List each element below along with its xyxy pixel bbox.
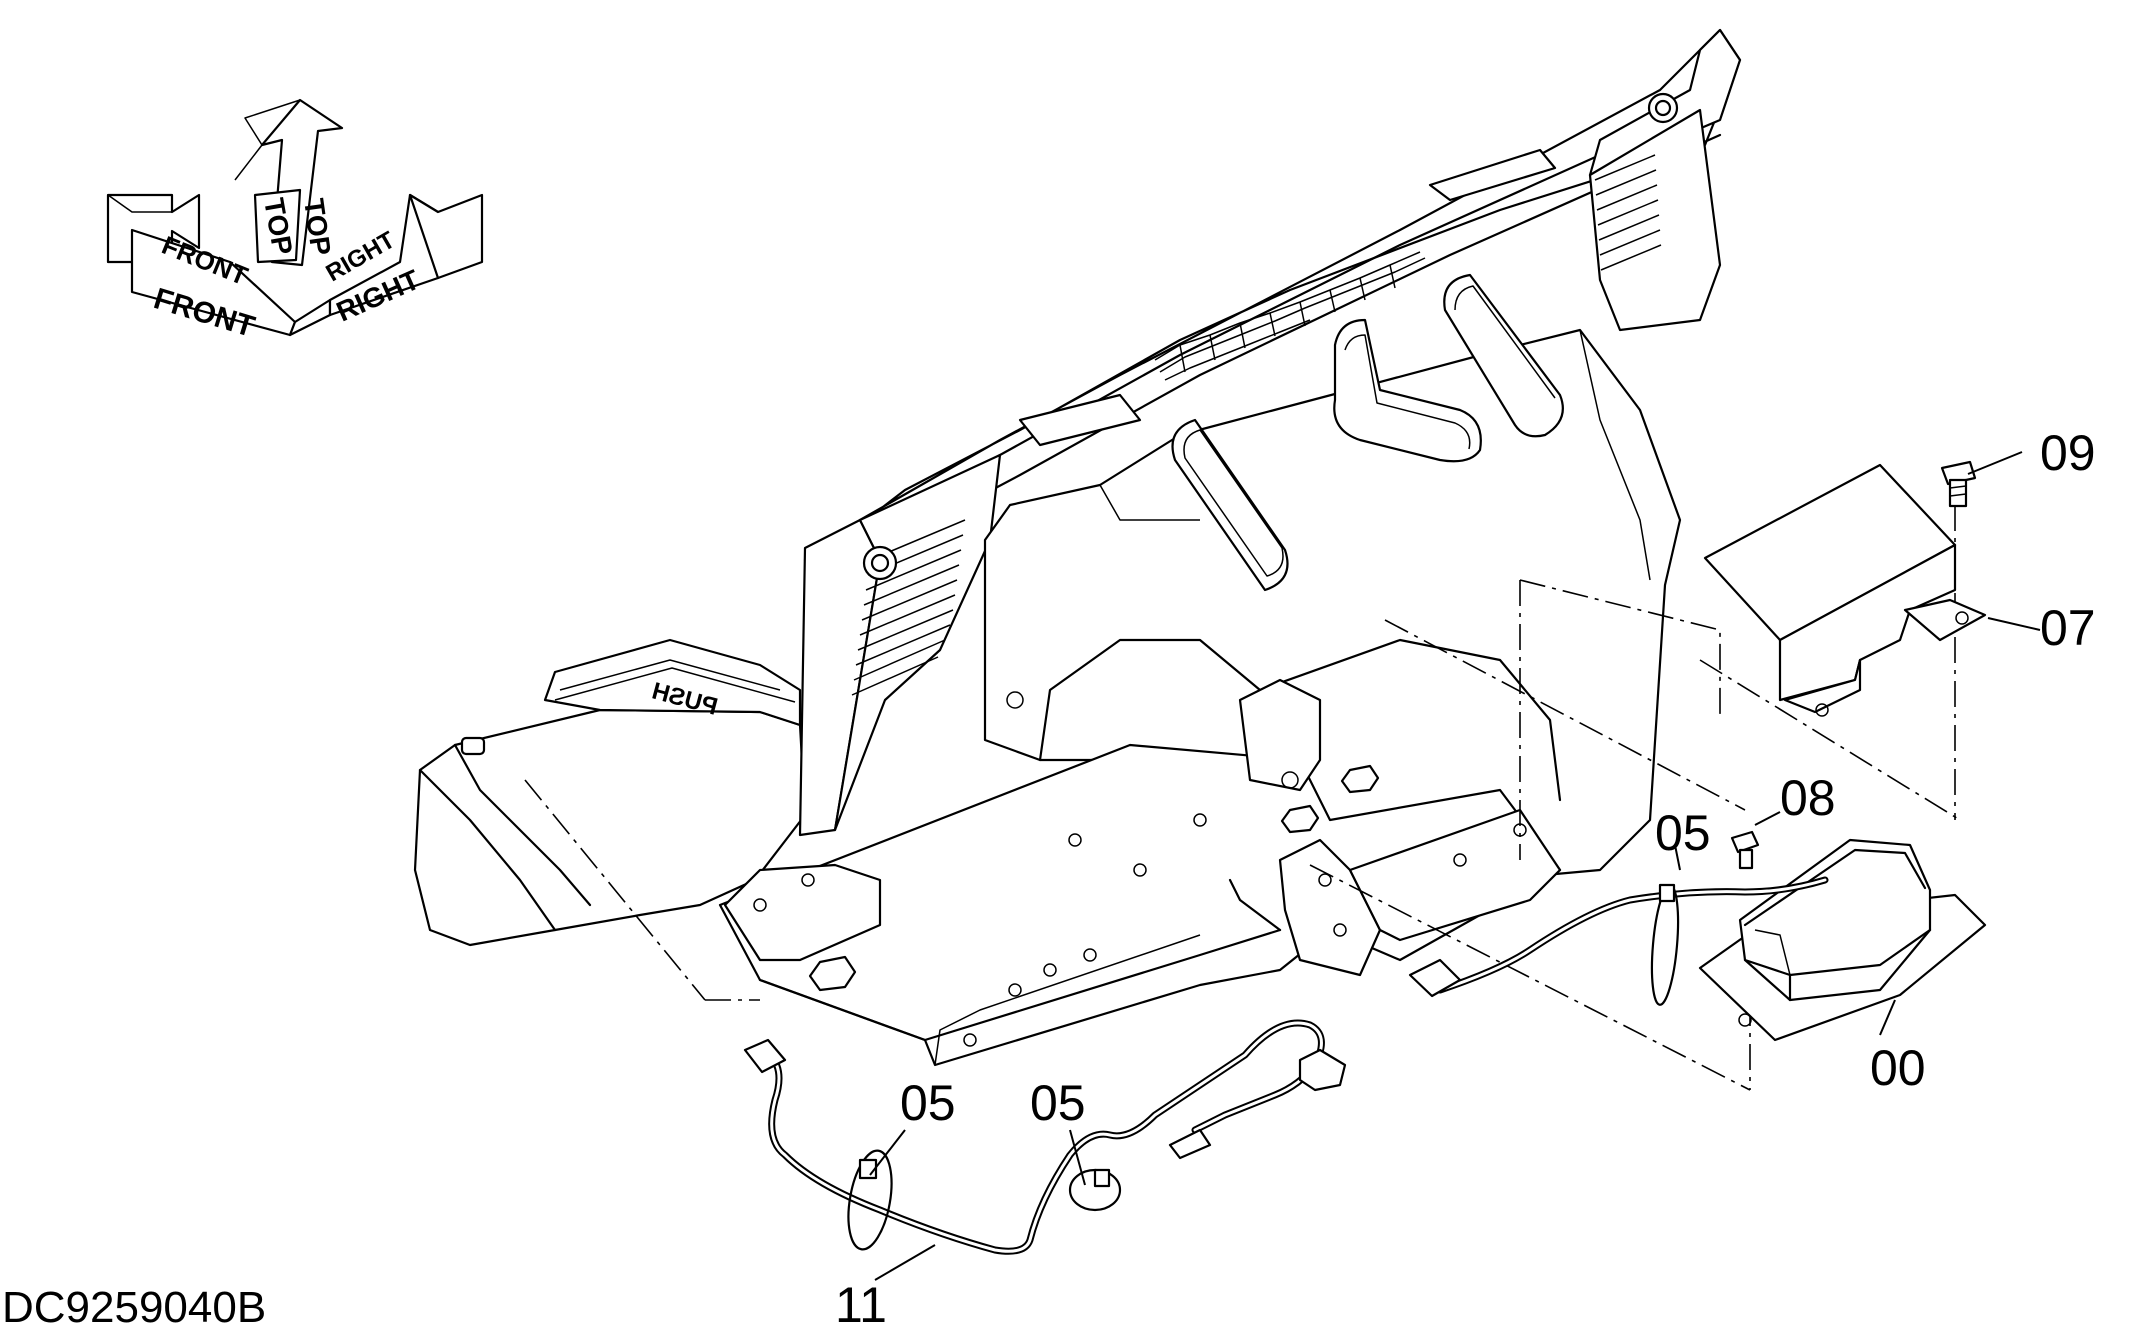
callout-07: 07 — [2040, 600, 2096, 656]
callout-labels: 09 07 08 05 00 05 05 11 — [835, 425, 2096, 1333]
drawing-id: DC9259040B — [2, 1283, 266, 1332]
bolt-part-08 — [1730, 830, 1760, 870]
cab-floor-assembly: PUSH — [413, 28, 1742, 1067]
callout-09: 09 — [2040, 425, 2096, 481]
callout-00: 00 — [1870, 1040, 1926, 1096]
wire-harness-part-11 — [743, 876, 1829, 1255]
callout-05-harness-left: 05 — [900, 1075, 956, 1131]
left-grille — [851, 519, 966, 696]
floor-bolts — [808, 764, 1380, 992]
callout-05-harness-right: 05 — [1655, 805, 1711, 861]
callout-08: 08 — [1780, 770, 1836, 826]
callout-11: 11 — [835, 1277, 887, 1333]
duct-openings — [1171, 273, 1564, 592]
upper-vents — [1154, 251, 1426, 381]
right-grille — [1594, 154, 1662, 271]
bolt-part-09 — [1940, 460, 1977, 508]
orientation-indicator: FRONT FRONT TOP TOP RIGHT RIGHT — [106, 98, 484, 344]
leader-lines — [869, 451, 2041, 1281]
controller-box-part-00 — [1698, 838, 1987, 1042]
cover-part-07 — [1703, 463, 1987, 717]
callout-05-harness-middle: 05 — [1030, 1075, 1086, 1131]
